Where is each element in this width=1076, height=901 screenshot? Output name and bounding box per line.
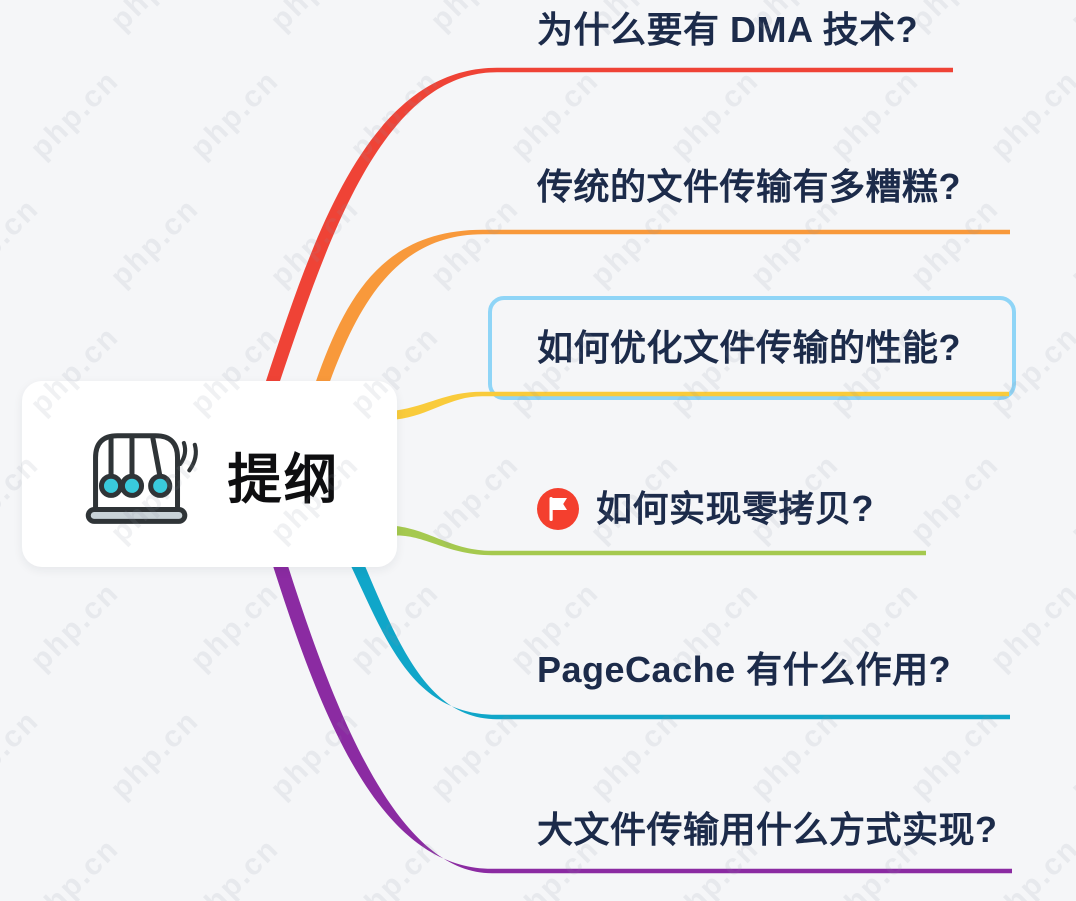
topic-traditional-transfer[interactable]: 传统的文件传输有多糟糕? xyxy=(537,165,961,209)
newtons-cradle-icon xyxy=(85,433,198,524)
topic-pagecache[interactable]: PageCache 有什么作用? xyxy=(537,648,951,692)
topic-optimize-transfer[interactable]: 如何优化文件传输的性能? xyxy=(537,326,961,370)
topic-zero-copy[interactable]: 如何实现零拷贝? xyxy=(537,487,874,531)
topic-dma[interactable]: 为什么要有 DMA 技术? xyxy=(537,8,918,52)
selection-highlight-box xyxy=(488,296,1016,400)
topic-optimize-transfer-label: 如何优化文件传输的性能? xyxy=(537,327,961,368)
branch-curve-5 xyxy=(351,566,1010,720)
branch-curve-4 xyxy=(396,526,926,556)
topic-pagecache-label: PageCache 有什么作用? xyxy=(537,649,952,690)
topic-large-file-label: 大文件传输用什么方式实现? xyxy=(537,809,998,850)
topic-zero-copy-label: 如何实现零拷贝? xyxy=(596,488,874,529)
topic-large-file[interactable]: 大文件传输用什么方式实现? xyxy=(537,808,998,852)
topic-traditional-transfer-label: 传统的文件传输有多糟糕? xyxy=(537,166,961,207)
flag-icon[interactable] xyxy=(537,488,579,530)
root-node[interactable]: 提纲 xyxy=(22,381,397,567)
topic-dma-label: 为什么要有 DMA 技术? xyxy=(537,9,919,50)
root-node-label: 提纲 xyxy=(227,449,340,510)
branch-curve-3 xyxy=(396,391,1009,420)
